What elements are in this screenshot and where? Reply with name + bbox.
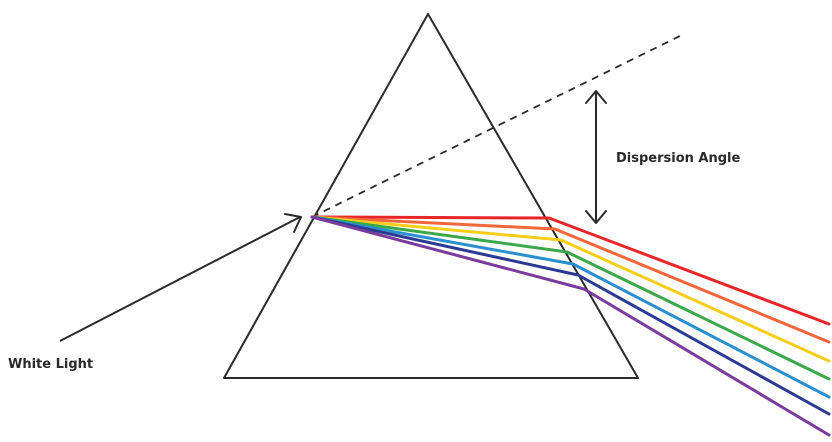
white-light-label: White Light [8, 357, 93, 372]
dispersion-angle-arrow [586, 91, 606, 223]
ray-orange [312, 217, 829, 342]
spectrum-rays [312, 217, 829, 435]
white-light-ray [60, 214, 301, 341]
undeviated-dashed-line [312, 34, 684, 217]
ray-indigo [312, 217, 829, 414]
prism-triangle [224, 14, 638, 378]
dispersion-angle-label: Dispersion Angle [616, 151, 741, 166]
ray-green [312, 217, 829, 379]
